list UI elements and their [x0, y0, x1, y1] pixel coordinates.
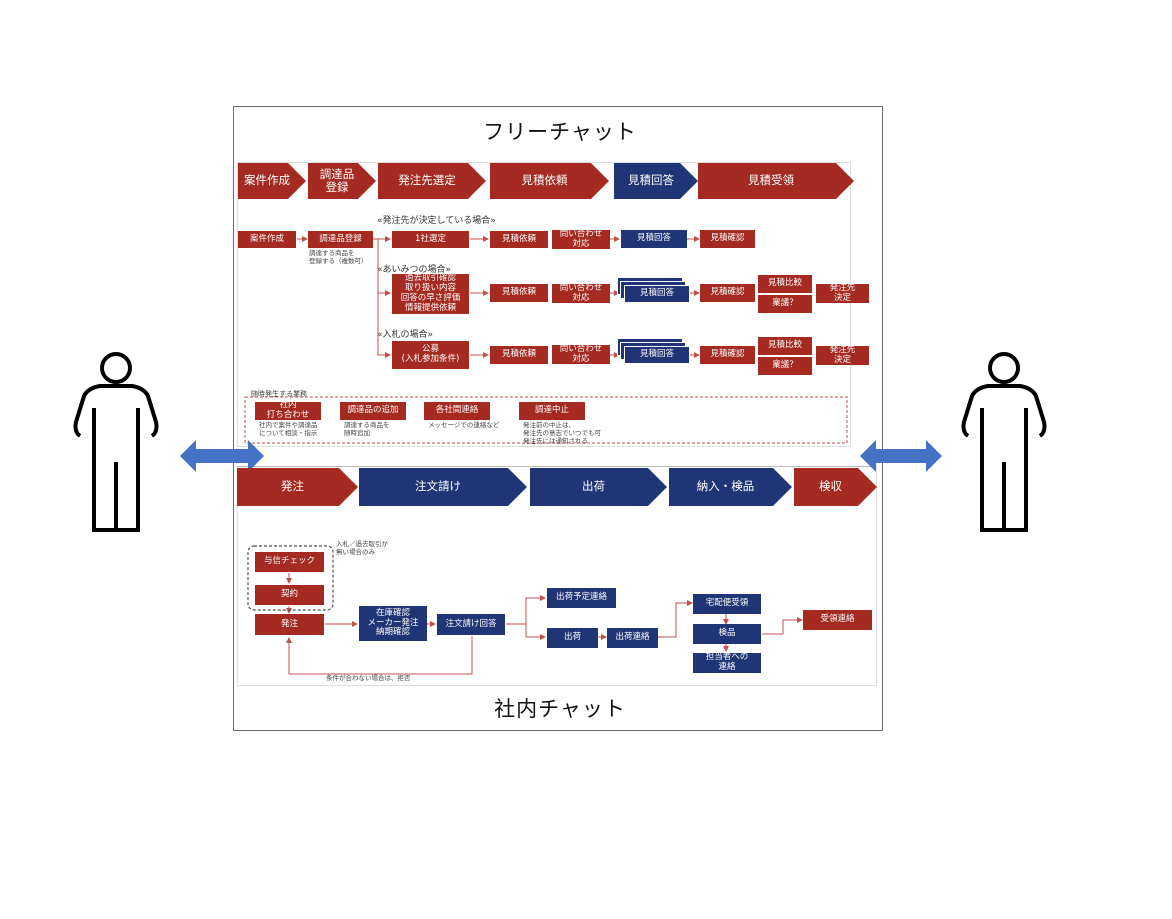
node-notify-person: 担当者への 連絡	[693, 652, 761, 673]
top-chevron-5: 見積回答	[614, 163, 698, 199]
node-ship-notice: 出荷連絡	[607, 628, 658, 648]
register-note: 調達する商品を 登録する（複数可）	[309, 249, 368, 265]
top-chevron-4: 見積依頼	[490, 163, 609, 199]
node-register: 調達品登録	[308, 231, 373, 248]
node-inquiry-2: 問い合わせ 対応	[552, 283, 610, 303]
node-contract: 契約	[255, 585, 324, 605]
node-receipt-notice: 受領連絡	[803, 610, 872, 630]
adhoc-task-4: 調達中止	[519, 402, 585, 420]
adhoc-note-2: 調達する商品を 随時追加	[344, 421, 390, 437]
node-approval-3: 稟議？	[758, 357, 812, 375]
node-inspect: 検品	[693, 624, 761, 644]
free-chat-title: フリーチャット	[483, 120, 637, 144]
bottom-chevron-4: 納入・検品	[669, 468, 792, 506]
left-person-icon	[73, 352, 159, 532]
node-check-history: 過去取引確認 取り扱い内容 回答の早さ評価 情報提供依頼	[392, 274, 469, 314]
condition-note: 入札／過去取引が 無い場合のみ	[336, 540, 388, 556]
node-request-1: 見積依頼	[490, 231, 548, 248]
case-label-aimitsu: «あいみつの場合»	[377, 265, 452, 275]
node-select-one: 1社選定	[392, 231, 469, 248]
node-approval-2: 稟議？	[758, 295, 812, 313]
node-decide-2: 発注先 決定	[816, 283, 869, 303]
reject-note: 条件が合わない場合は、拒否	[326, 674, 411, 682]
node-request-3: 見積依頼	[490, 346, 548, 364]
bottom-chevron-2: 注文請け	[359, 468, 527, 506]
node-answer-3: 見積回答	[624, 346, 690, 364]
node-inquiry-3: 問い合わせ 対応	[552, 344, 610, 364]
node-accept-reply: 注文請け回答	[437, 614, 505, 635]
left-double-arrow-icon	[180, 440, 264, 472]
case-label-bid: «入札の場合»	[377, 330, 434, 340]
node-stock-check: 在庫確認 メーカー発注 納期確認	[359, 606, 427, 641]
internal-chat-title: 社内チャット	[494, 697, 626, 721]
node-answer-2: 見積回答	[624, 285, 690, 303]
node-order: 発注	[255, 614, 324, 635]
free-chat-panel	[237, 162, 851, 447]
bottom-chevron-1: 発注	[237, 468, 358, 506]
adhoc-note-4: 発注前の中止は、 発注先の意志でいつでも可 発注先には通知される	[523, 421, 601, 445]
adhoc-note-1: 社内で案件や調達品 について相談・指示	[259, 421, 318, 437]
node-compare-3: 見積比較	[758, 337, 812, 355]
case-label-decided: «発注先が決定している場合»	[377, 216, 496, 226]
top-chevron-6: 見積受領	[698, 163, 854, 199]
node-public: 公募 (入札参加条件)	[392, 341, 469, 369]
node-confirm-3: 見積確認	[700, 346, 755, 364]
node-inquiry-1: 問い合わせ 対応	[552, 229, 610, 249]
node-credit-check: 与信チェック	[255, 552, 324, 572]
node-request-2: 見積依頼	[490, 284, 548, 302]
adhoc-note-3: メッセージでの連絡など	[428, 421, 500, 429]
bottom-chevron-3: 出荷	[530, 468, 667, 506]
node-delivery-receive: 宅配便受領	[693, 594, 761, 614]
internal-chat-panel	[237, 466, 877, 686]
adhoc-task-1: 社内 打ち合わせ	[255, 400, 321, 420]
adhoc-task-2: 調達品の追加	[340, 402, 406, 420]
node-create: 案件作成	[238, 231, 296, 248]
node-decide-3: 発注先 決定	[816, 345, 869, 365]
node-confirm-2: 見積確認	[700, 284, 755, 302]
adhoc-heading: 随時発生する業務	[251, 390, 307, 398]
adhoc-task-3: 各社間連絡	[424, 402, 490, 420]
right-double-arrow-icon	[860, 440, 942, 472]
right-person-icon	[961, 352, 1047, 532]
top-chevron-3: 発注先選定	[378, 163, 486, 199]
node-ship: 出荷	[547, 628, 598, 648]
node-compare-2: 見積比較	[758, 275, 812, 293]
node-ship-plan: 出荷予定連絡	[547, 588, 616, 608]
bottom-chevron-5: 検収	[794, 468, 877, 506]
node-answer-1: 見積回答	[621, 230, 687, 248]
node-confirm-1: 見積確認	[700, 230, 755, 248]
